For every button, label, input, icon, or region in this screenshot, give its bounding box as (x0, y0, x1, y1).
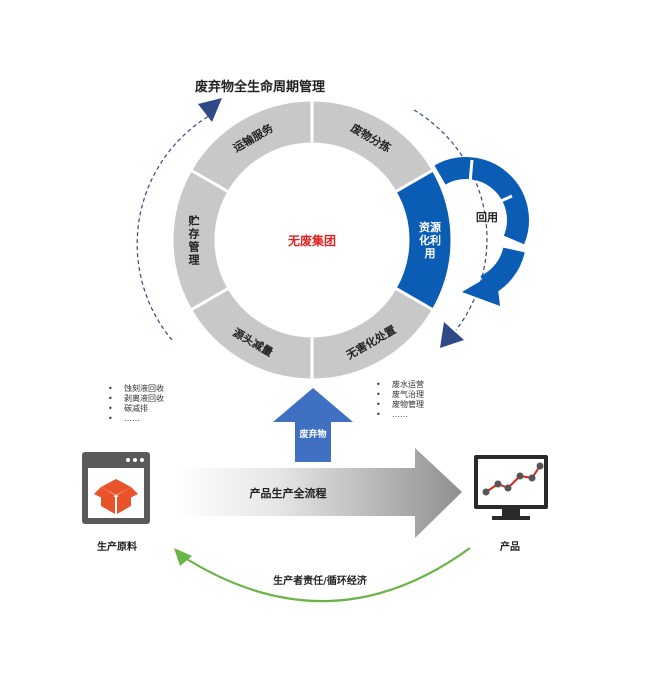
list-item: 剥离液回收 (108, 394, 164, 404)
responsibility-arrowhead (174, 548, 192, 566)
production-flow-arrow (178, 448, 462, 538)
lifecycle-ring (170, 98, 454, 382)
waste-up-arrow (273, 388, 353, 462)
ring-label-storage: 贮存管理 (188, 214, 200, 267)
list-item: 废水运营 (376, 380, 424, 390)
raw-material-icon (82, 452, 150, 524)
ring-segment-transport (188, 98, 314, 195)
list-item: 蚀刻液回收 (108, 384, 164, 394)
responsibility-arc (181, 547, 471, 603)
product-label: 产品 (500, 542, 520, 553)
return-loop (434, 157, 529, 306)
flow-label: 产品生产全流程 (250, 486, 327, 500)
responsibility-label: 生产者责任/循环经济 (273, 574, 368, 587)
cycle-arc-left (136, 112, 215, 341)
cycle-arrowhead-bottom (440, 322, 464, 348)
ring-segment-storage (170, 167, 231, 313)
cycle-arrowhead-top (198, 98, 222, 122)
list-item: …… (376, 410, 424, 420)
cycle-arc-right (413, 109, 488, 331)
list-item: 废物管理 (376, 400, 424, 410)
raw-material-label: 生产原料 (97, 542, 137, 553)
list-item: 废气治理 (376, 390, 424, 400)
list-item: 碳减排 (108, 404, 164, 414)
right-bullet-list: 废水运营 废气治理 废物管理 …… (376, 380, 424, 420)
left-bullet-list: 蚀刻液回收 剥离液回收 碳减排 …… (108, 384, 164, 424)
product-monitor-icon (474, 455, 548, 520)
waste-arrow-label: 废弃物 (299, 428, 326, 440)
center-label: 无废集团 (287, 233, 336, 248)
return-label: 回用 (476, 210, 498, 224)
box-icon (94, 479, 138, 514)
list-item: …… (108, 414, 164, 424)
diagram-title: 废弃物全生命周期管理 (194, 80, 325, 95)
ring-label-recycling: 资源化利用 (419, 220, 441, 260)
